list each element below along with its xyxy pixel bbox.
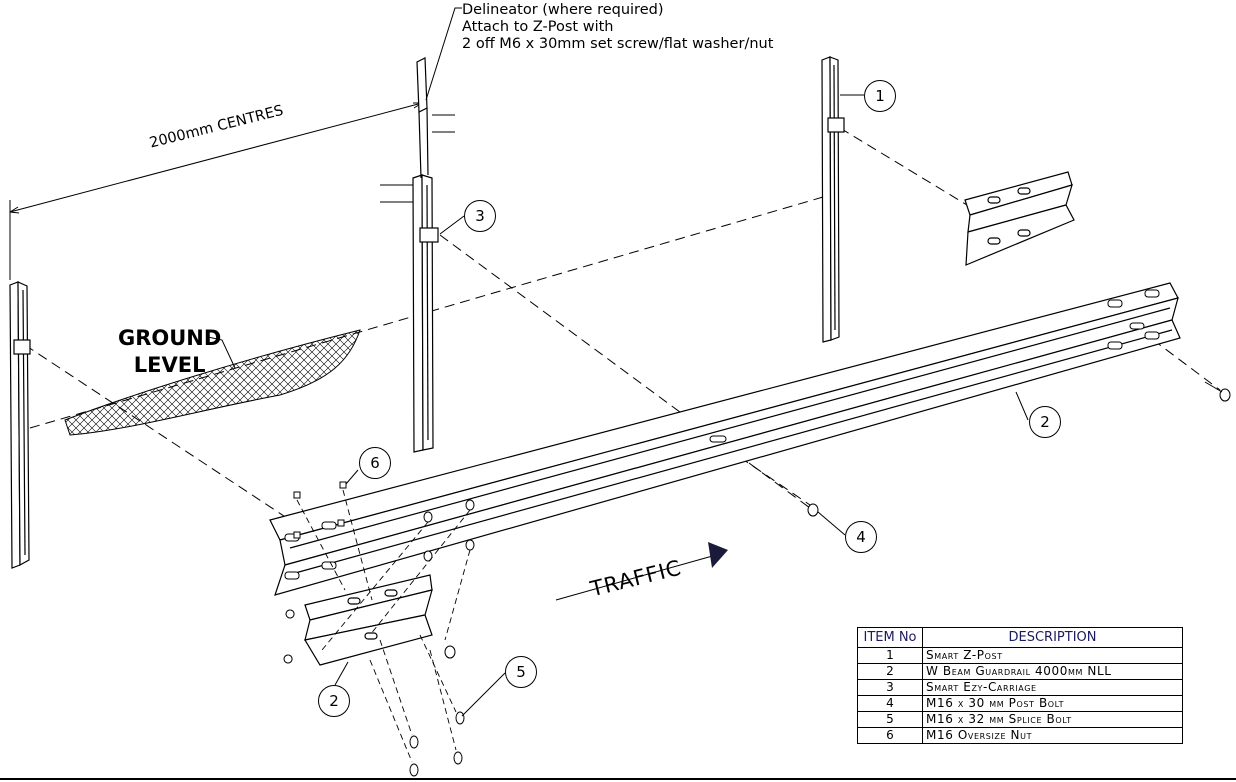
post-middle: [412, 57, 439, 453]
item-description: M16 x 30 mm Post Bolt: [922, 695, 1183, 712]
bottom-border: [0, 778, 1236, 780]
w-beam-long: [269, 282, 1181, 596]
item-no: 6: [857, 727, 923, 744]
parts-table-header: ITEM No DESCRIPTION: [857, 627, 1183, 648]
note-line-1: Delineator (where required): [462, 2, 664, 18]
balloon-1: 1: [864, 80, 896, 112]
balloon-6: 6: [359, 447, 391, 479]
post-right: [821, 56, 845, 343]
item-no: 4: [857, 695, 923, 712]
item-no: 2: [857, 663, 923, 680]
table-row: 1 Smart Z-Post: [857, 647, 1183, 664]
item-no: 1: [857, 647, 923, 664]
post-left: [9, 281, 31, 569]
ground-line-1: GROUND: [118, 326, 222, 350]
item-description: Smart Ezy-Carriage: [922, 679, 1183, 696]
fixings: [283, 381, 1231, 777]
ground-hatch: [64, 329, 361, 436]
w-beam-splice-piece: [304, 574, 433, 666]
w-beam-short-right: [964, 171, 1075, 266]
item-description: W Beam Guardrail 4000mm NLL: [922, 663, 1183, 680]
delineator-note: Delineator (where required) Attach to Z-…: [462, 2, 773, 53]
item-description: M16 Oversize Nut: [922, 727, 1183, 744]
table-row: 6 M16 Oversize Nut: [857, 727, 1183, 744]
header-description: DESCRIPTION: [922, 627, 1183, 648]
item-description: M16 x 32 mm Splice Bolt: [922, 711, 1183, 728]
delineator-screws: [380, 114, 455, 203]
balloon-4: 4: [845, 521, 877, 553]
item-no: 3: [857, 679, 923, 696]
balloon-5: 5: [505, 656, 537, 688]
table-row: 4 M16 x 30 mm Post Bolt: [857, 695, 1183, 712]
rail-slots: [284, 289, 1160, 580]
traffic-arrow: [555, 542, 728, 601]
table-row: 3 Smart Ezy-Carriage: [857, 679, 1183, 696]
balloon-2-main: 2: [1029, 406, 1061, 438]
note-line-2: Attach to Z-Post with: [462, 19, 614, 35]
item-description: Smart Z-Post: [922, 647, 1183, 664]
delineator: [416, 57, 428, 113]
table-row: 2 W Beam Guardrail 4000mm NLL: [857, 663, 1183, 680]
header-item-no: ITEM No: [857, 627, 923, 648]
ground-level-label: GROUND LEVEL: [118, 325, 221, 379]
item-no: 5: [857, 711, 923, 728]
balloon-2-splice: 2: [318, 685, 350, 717]
leader-lines: [334, 7, 1029, 717]
ground-line-2: LEVEL: [133, 353, 206, 377]
fixing-lines: [296, 489, 471, 763]
table-row: 5 M16 x 32 mm Splice Bolt: [857, 711, 1183, 728]
note-line-3: 2 off M6 x 30mm set screw/flat washer/nu…: [462, 36, 774, 52]
parts-table: ITEM No DESCRIPTION 1 Smart Z-Post 2 W B…: [857, 627, 1183, 744]
balloon-3: 3: [464, 200, 496, 232]
